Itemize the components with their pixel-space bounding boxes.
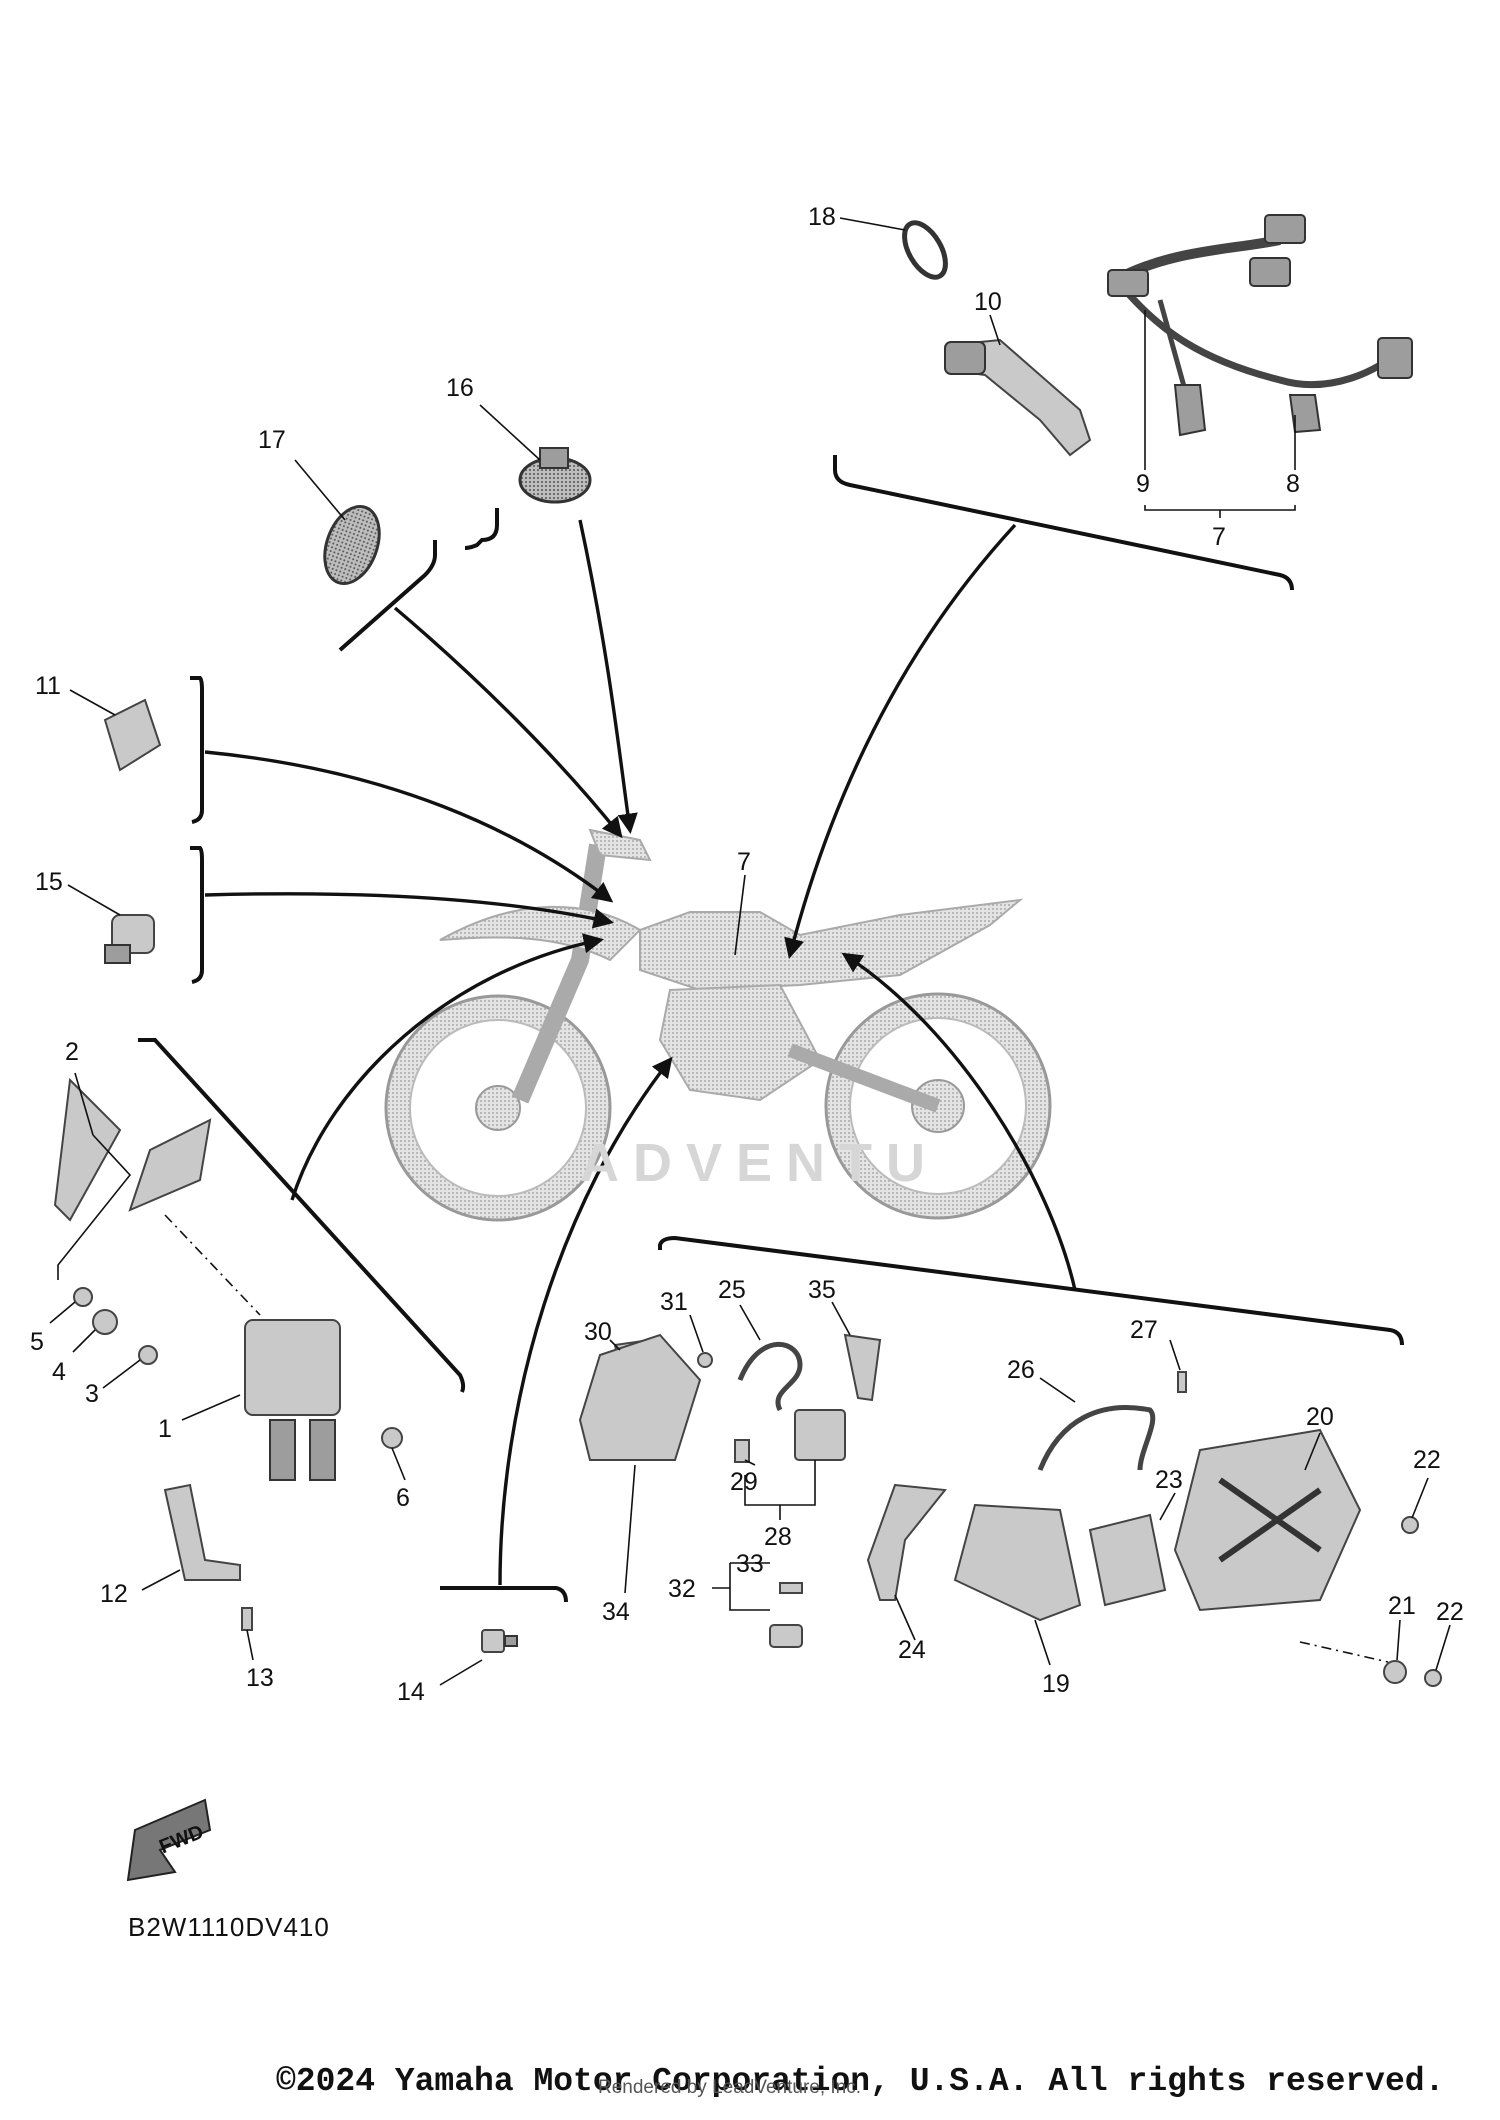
callout-7-bike: 7 [737, 848, 751, 876]
part-21-washer [1383, 1660, 1407, 1684]
part-1-relay [244, 1319, 341, 1481]
callout-20: 20 [1306, 1403, 1334, 1431]
callout-10: 10 [974, 288, 1002, 316]
callout-28: 28 [764, 1523, 792, 1551]
callout-6: 6 [396, 1484, 410, 1512]
part-18-band [902, 220, 948, 280]
callout-26: 26 [1007, 1356, 1035, 1384]
callout-11: 11 [35, 672, 61, 700]
part-12-stay [163, 1483, 241, 1581]
callout-7-group: 7 [1212, 523, 1226, 551]
part-25-lead [737, 1341, 803, 1412]
part-5-nut [73, 1287, 93, 1307]
callout-29: 29 [730, 1468, 758, 1496]
callout-17: 17 [258, 426, 286, 454]
callout-9: 9 [1136, 470, 1150, 498]
callout-34: 34 [602, 1598, 630, 1626]
callout-31: 31 [660, 1288, 688, 1316]
callout-15: 15 [35, 868, 63, 896]
watermark: ADVENTU [580, 1133, 940, 1193]
part-3-bolt [138, 1345, 158, 1365]
callout-18: 18 [808, 203, 836, 231]
part-27-screw [1177, 1371, 1187, 1393]
part-14-bolt [481, 1629, 518, 1653]
copyright-notice: ©2024 Yamaha Motor Corporation, U.S.A. A… [276, 2063, 1445, 2100]
part-22b-nut [1424, 1669, 1442, 1687]
part-33-cap [779, 1582, 803, 1594]
callout-13: 13 [246, 1664, 274, 1692]
part-11-connector [103, 698, 162, 772]
part-6-bolt [381, 1427, 403, 1449]
callout-23: 23 [1155, 1466, 1183, 1494]
callout-30: 30 [584, 1318, 612, 1346]
callout-5: 5 [30, 1328, 44, 1356]
part-19-cover [953, 1503, 1082, 1622]
callout-25: 25 [718, 1276, 746, 1304]
group-brackets [138, 455, 1404, 1603]
part-24-plate [866, 1483, 947, 1601]
callout-8: 8 [1286, 470, 1300, 498]
callout-24: 24 [898, 1636, 926, 1664]
callout-21: 21 [1388, 1592, 1416, 1620]
callout-3: 3 [85, 1380, 99, 1408]
fwd-arrow-icon: FWD [126, 1798, 212, 1882]
part-23-sheet [1088, 1513, 1167, 1607]
callout-22b: 22 [1436, 1598, 1464, 1626]
part-26-lead [1037, 1405, 1156, 1471]
part-32-holder [769, 1624, 803, 1648]
part-34-box [578, 1333, 702, 1461]
part-35-band [843, 1333, 882, 1402]
drawing-code: B2W1110DV410 [128, 1912, 330, 1942]
callout-12: 12 [100, 1580, 128, 1608]
callout-16: 16 [446, 374, 474, 402]
part-7-wire-harness [1107, 214, 1413, 437]
part-2-bracket [53, 1077, 212, 1222]
part-16-clamp [518, 447, 592, 504]
part-4-washer [92, 1309, 118, 1335]
callout-32: 32 [668, 1575, 696, 1603]
callout-27: 27 [1130, 1316, 1158, 1344]
part-29-terminal [734, 1439, 750, 1463]
part-31-screw [697, 1352, 713, 1368]
callout-1: 1 [158, 1415, 172, 1443]
part-22-nut [1401, 1516, 1419, 1534]
callout-22: 22 [1413, 1446, 1441, 1474]
callout-2: 2 [65, 1038, 79, 1066]
part-10-plug-cap [944, 338, 1092, 457]
leader-lines [49, 217, 1451, 1686]
rendered-by: Rendered by LeadVenture, Inc. [598, 2077, 862, 2098]
callout-19: 19 [1042, 1670, 1070, 1698]
part-28-coupler [794, 1409, 846, 1461]
callout-33: 33 [736, 1550, 764, 1578]
part-17-clamp [323, 504, 381, 586]
callout-labels: 18 10 9 8 7 16 17 11 15 7 2 5 4 3 1 6 12… [30, 203, 1464, 1706]
part-15-sensor [104, 914, 155, 964]
callout-35: 35 [808, 1276, 836, 1304]
callout-4: 4 [52, 1358, 66, 1386]
motorcycle-illustration [384, 828, 1052, 1222]
part-13-screw [241, 1607, 253, 1631]
callout-14: 14 [397, 1678, 425, 1706]
part-20-ecu-bracket [1173, 1428, 1362, 1612]
location-arrows [204, 519, 1077, 1586]
